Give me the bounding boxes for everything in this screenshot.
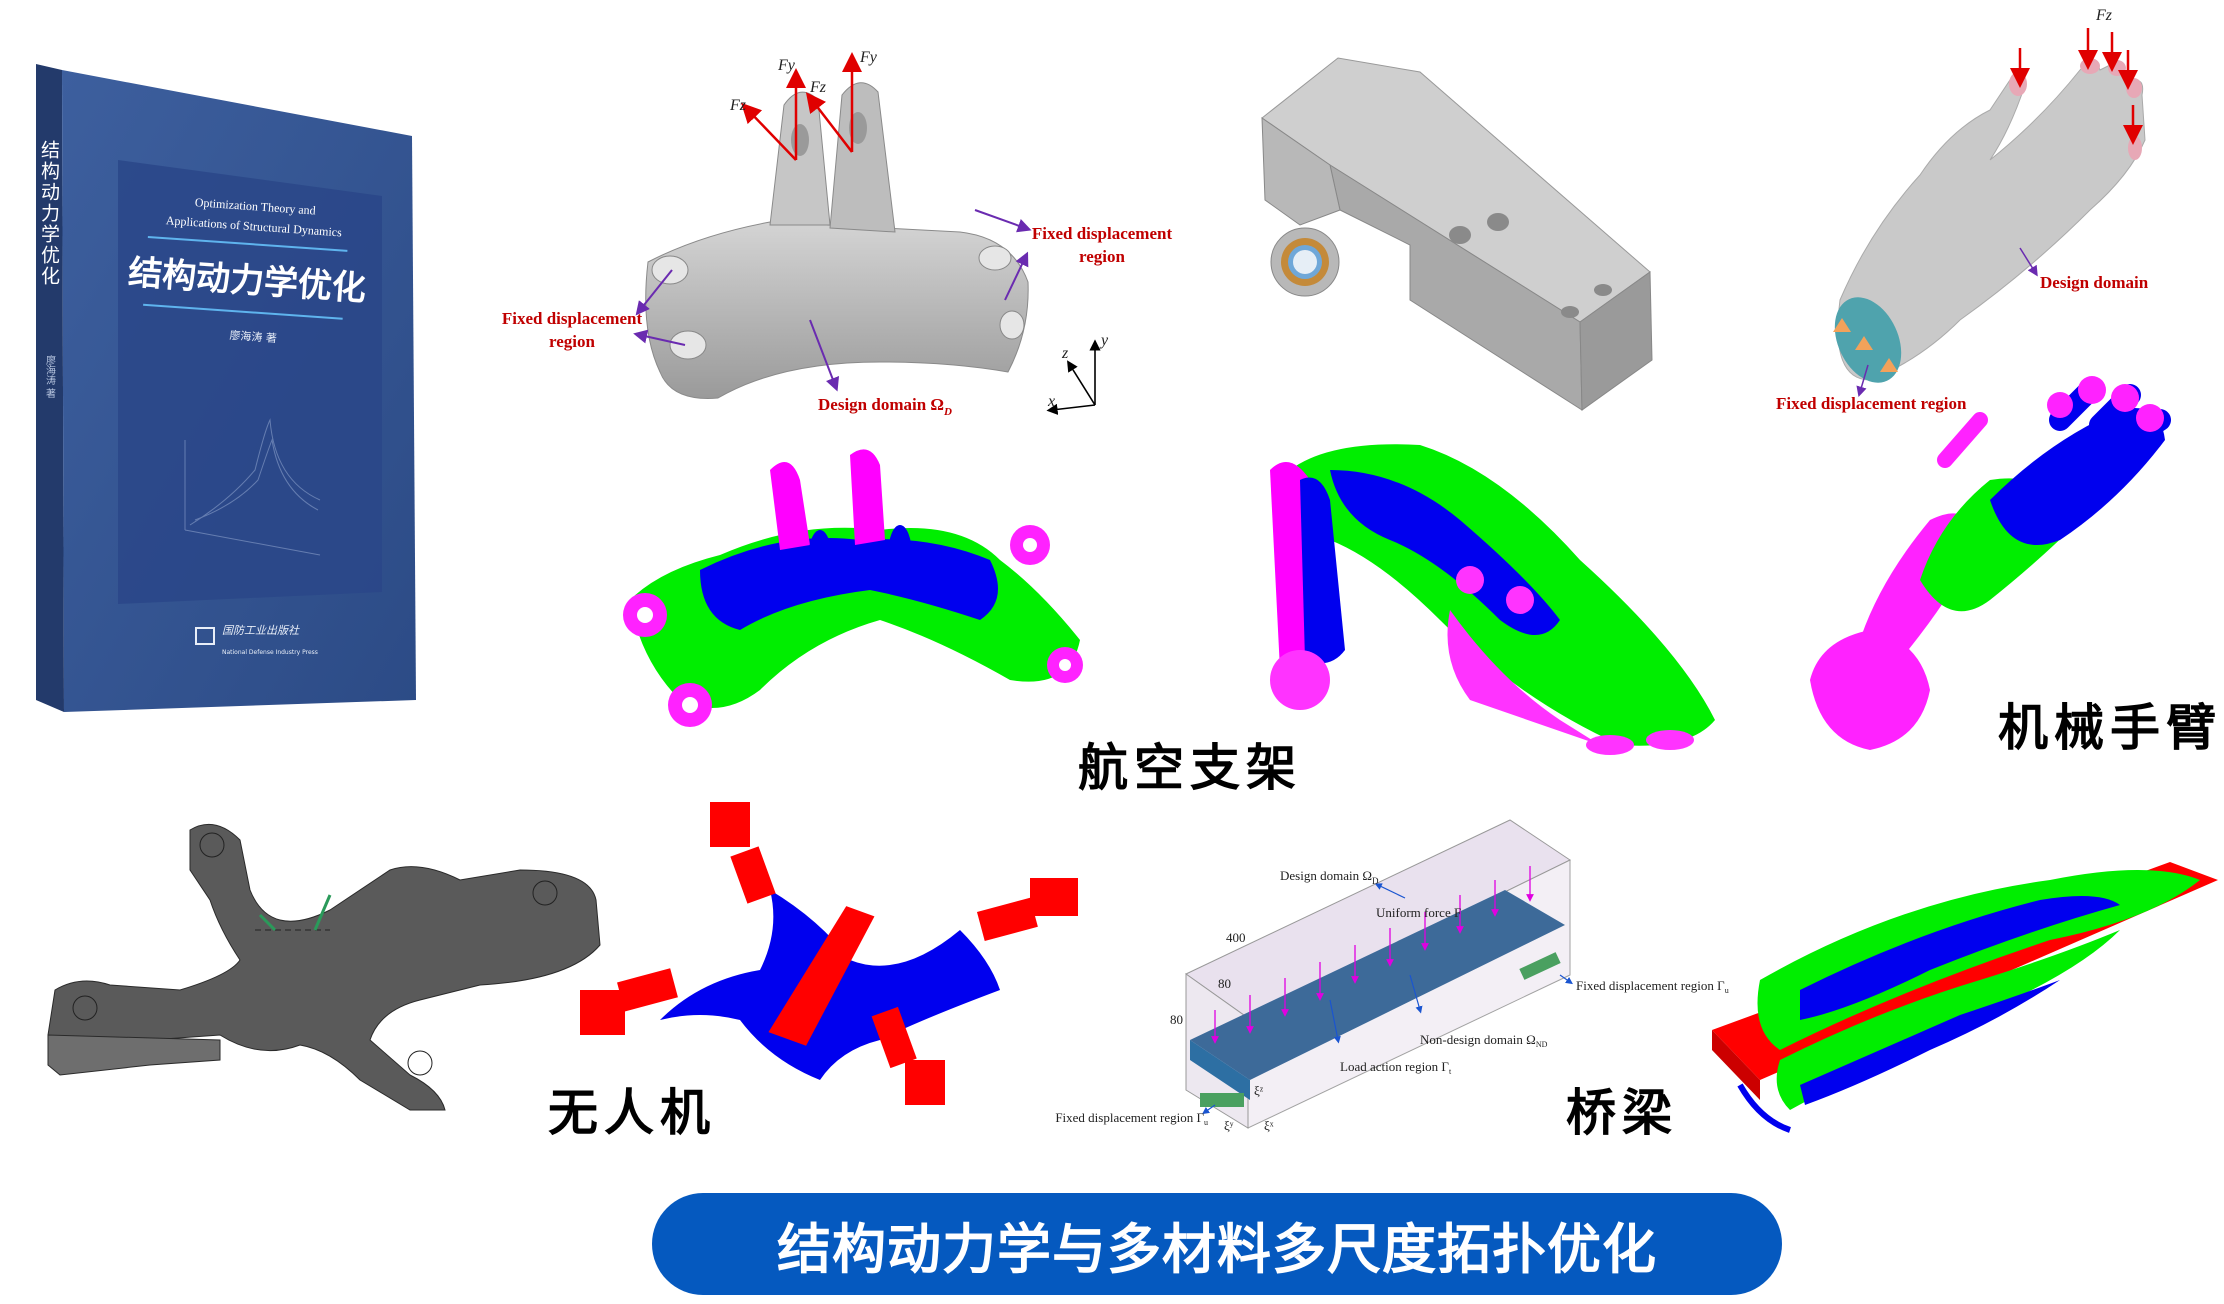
book-cover-image: 结构动力学优化 廖海涛 著 Optimization Theory and Ap… [36,64,416,712]
bridge-axis-xi-x: ξˣ [1264,1118,1274,1133]
force-label-fy-1: Fy [777,57,796,74]
caption-drone: 无人机 [548,1083,716,1142]
design-domain-label: Design domain ΩD [818,395,952,418]
banner-title: 结构动力学与多材料多尺度拓扑优化 [777,1217,1657,1281]
bridge-fixed-right-label: Fixed displacement region Γu [1576,978,1729,995]
bridge-design-domain-diagram: Design domain ΩD Uniform force F 400 80 … [1055,819,1729,1133]
axis-label-x: x [1047,393,1055,410]
hand-force-label: Fz [2095,7,2113,24]
fixed-region-label-left-1: Fixed displacement [502,309,643,328]
bridge-topology-result [1712,862,2218,1133]
force-label-fz-1: Fz [729,97,747,114]
fixed-region-label-right-1: Fixed displacement [1032,224,1173,243]
fixed-region-label-right-2: region [1079,247,1126,266]
publisher-name-en: National Defense Industry Press [222,649,318,656]
robot-arm-lever-model [1261,57,1653,411]
bridge-axis-xi-z: ξᶻ [1254,1083,1264,1098]
hand-topology-result [1810,376,2171,750]
book-author: 廖海涛 著 [229,328,277,345]
book-spine-title: 结构动力学优化 [38,140,60,287]
lever-topology-result [1270,444,1715,755]
axis-label-y: y [1099,332,1109,349]
hand-fixed-region-label: Fixed displacement region [1776,394,1967,413]
axis-label-z: z [1061,345,1069,362]
drone-topology-result [580,802,1078,1105]
force-label-fy-2: Fy [859,49,878,66]
force-arrows [741,52,862,161]
caption-bridge: 桥梁 [1566,1083,1678,1142]
bracket-design-domain-model: Fy Fy Fz Fz Fixed displacement region Fi… [502,49,1173,418]
bracket-topology-result [623,449,1083,727]
bridge-dim-length: 400 [1226,930,1246,945]
book-spine-author: 廖海涛 著 [44,354,56,398]
fixed-region-label-left-2: region [549,332,596,351]
bridge-load-region-label: Load action region Γt [1340,1059,1452,1076]
uniform-force-arrows [1211,866,1534,1044]
axes-triad-icon [1046,339,1101,415]
book-cover-chart-icon [184,418,321,556]
bridge-axis-xi-y: ξʸ [1224,1118,1234,1133]
hand-design-domain-label: Design domain [2040,273,2149,292]
force-label-fz-2: Fz [809,79,827,96]
caption-robot-arm: 机械手臂 [1998,698,2222,757]
bridge-dim-width: 80 [1218,976,1231,991]
bridge-dim-height: 80 [1170,1012,1183,1027]
bridge-non-design-label: Non-design domain ΩND [1420,1032,1548,1049]
caption-aerospace-bracket: 航空支架 [1078,738,1302,797]
title-banner: 结构动力学与多材料多尺度拓扑优化 [652,1193,1782,1295]
drone-design-domain-model [47,823,601,1111]
robot-hand-design-domain-model: Fz Design domain Fixed displacement regi… [1776,7,2149,413]
bridge-uniform-force-label: Uniform force F [1376,905,1461,920]
bridge-fixed-left-label: Fixed displacement region Γu [1055,1110,1208,1127]
bridge-design-domain-label: Design domain ΩD [1280,868,1379,886]
publisher-name-cn: 国防工业出版社 [222,624,300,637]
publisher-logo: 国防工业出版社 National Defense Industry Press [195,624,318,656]
